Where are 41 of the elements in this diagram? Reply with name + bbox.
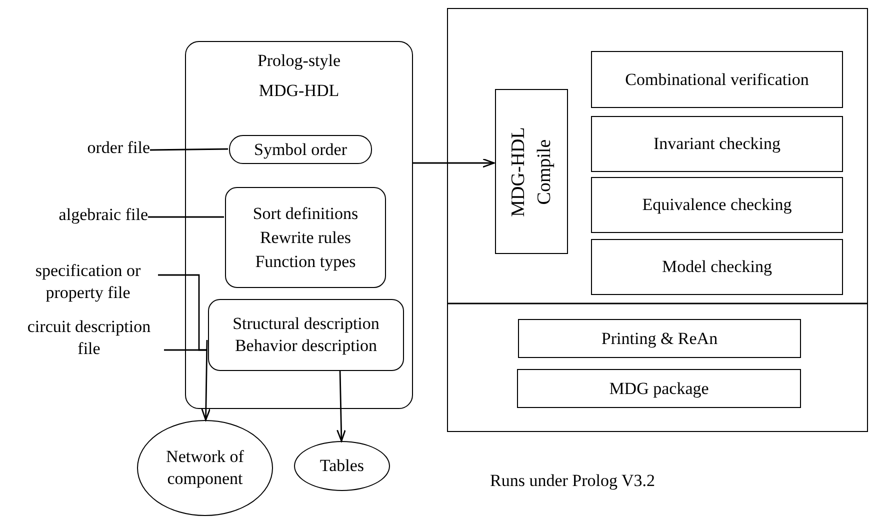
rounded-box (229, 135, 372, 164)
box-text: Printing & ReAn (601, 328, 718, 350)
connector-line (164, 349, 207, 351)
box-text: Tables (318, 455, 366, 477)
box-text: MDG package (609, 378, 709, 400)
arrow (336, 370, 346, 442)
ellipse-node (137, 420, 273, 516)
compiler-box (495, 89, 568, 254)
file-label: circuit description file (14, 316, 164, 360)
box-heading: Prolog-style MDG-HDL (256, 50, 342, 102)
process-box (518, 319, 801, 358)
box-text: Symbol order (254, 138, 348, 160)
ellipse-node (294, 441, 390, 491)
box-text: Invariant checking (654, 133, 780, 155)
panel-box (447, 8, 868, 432)
box-text: Equivalence checking (642, 194, 792, 216)
process-box (591, 116, 843, 172)
box-text: Rewrite rules (260, 226, 352, 248)
process-box (591, 177, 843, 233)
box-text: Network of component (165, 446, 245, 490)
box-text: Structural description (232, 313, 380, 335)
file-label: specification or property file (18, 260, 158, 304)
box-text: Model checking (662, 256, 772, 278)
process-box (517, 369, 801, 408)
connector-line (148, 216, 224, 218)
box-text: Combinational verification (625, 68, 809, 90)
arrow (201, 340, 211, 421)
rounded-box (185, 41, 413, 409)
connector-line (150, 148, 228, 151)
process-box (591, 239, 843, 295)
box-text: Function types (255, 250, 356, 273)
rounded-box (208, 299, 404, 371)
file-label: algebraic file (25, 204, 148, 230)
note-text: Runs under Prolog V3.2 (490, 471, 655, 491)
box-text: Sort definitions (252, 202, 358, 224)
arrow (413, 158, 495, 168)
rounded-box (225, 187, 386, 288)
box-text: Behavior description (234, 335, 378, 357)
file-label: order file (30, 137, 150, 163)
box-text: MDG-HDL Compile (506, 126, 556, 218)
process-box (591, 51, 843, 108)
